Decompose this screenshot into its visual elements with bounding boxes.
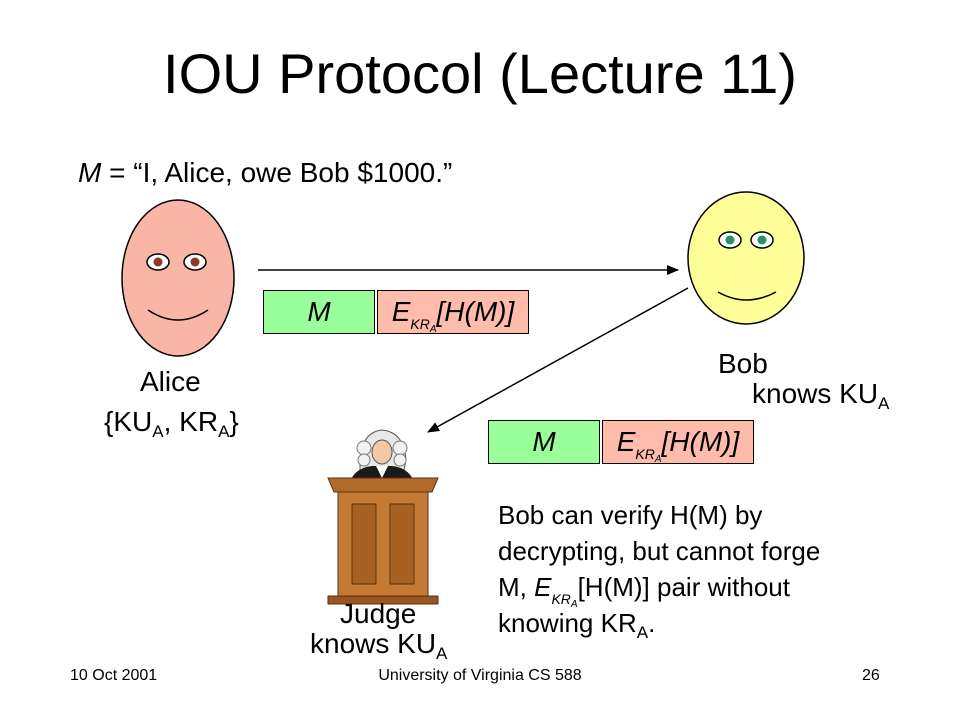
message-text: = “I, Alice, owe Bob $1000.” (101, 157, 453, 188)
bob-label: Bob (718, 348, 768, 379)
packet1-message-label: M (307, 296, 331, 327)
judge-label: Judge (340, 598, 417, 629)
alice-keys: {KUA, KRA} (104, 406, 239, 441)
explanation-text: Bob can verify H(M) by decrypting, but c… (498, 500, 821, 642)
packet2-signature-box: EKRA[H(M)] (602, 420, 754, 465)
footer-page-number: 26 (862, 667, 880, 684)
packet1-signature-box: EKRA[H(M)] (377, 290, 529, 335)
alice-face-icon (121, 199, 235, 357)
packet1-message-box: M (263, 290, 375, 334)
packet2-message-box: M (488, 420, 600, 464)
bob-knows: knows KUA (752, 378, 890, 413)
arrow-bob-to-judge (427, 287, 689, 433)
footer-course: University of Virginia CS 588 (378, 667, 582, 684)
bob-face-icon (687, 191, 805, 325)
message-var: M (78, 157, 102, 188)
slide-title: IOU Protocol (Lecture 11) (163, 42, 797, 105)
judge-knows: knows KUA (310, 628, 448, 663)
message-definition: M = “I, Alice, owe Bob $1000.” (78, 156, 452, 190)
judge-podium-icon (327, 429, 439, 605)
footer-date: 10 Oct 2001 (70, 667, 158, 684)
alice-label: Alice (140, 366, 201, 397)
packet2-message-label: M (532, 426, 556, 457)
